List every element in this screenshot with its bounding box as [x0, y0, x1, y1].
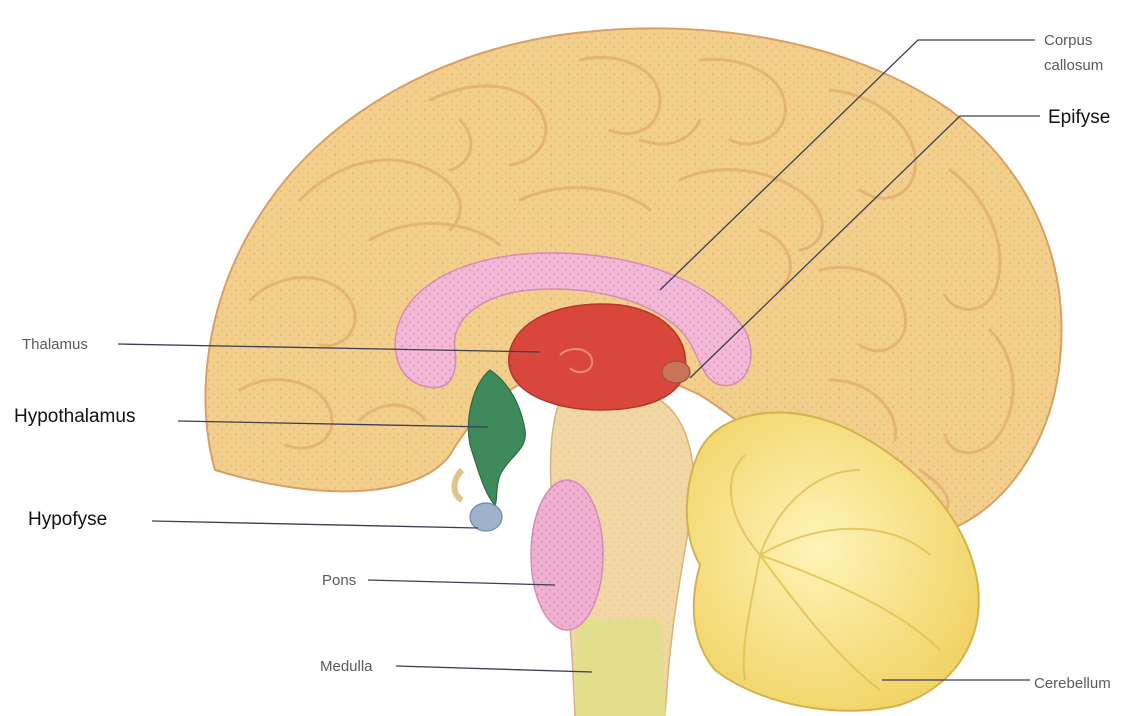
hypofyse [470, 503, 502, 531]
thalamus-shape [509, 304, 686, 410]
label-pons: Pons [322, 572, 356, 589]
label-corpus-callosum-line2: callosum [1044, 57, 1103, 74]
leader-hypofyse [152, 521, 478, 528]
label-medulla: Medulla [320, 658, 373, 675]
label-epifyse: Epifyse [1048, 107, 1110, 128]
leader-medulla [396, 666, 592, 672]
epifyse [662, 361, 690, 383]
label-cerebellum: Cerebellum [1034, 675, 1111, 692]
label-hypothalamus: Hypothalamus [14, 406, 135, 427]
leader-pons [368, 580, 555, 585]
label-corpus-callosum-line1: Corpus [1044, 32, 1092, 49]
pons [531, 480, 603, 630]
label-hypofyse: Hypofyse [28, 509, 107, 530]
medulla [576, 620, 666, 716]
label-thalamus: Thalamus [22, 336, 88, 353]
hypothalamus [468, 370, 525, 505]
thalamus [509, 304, 686, 410]
